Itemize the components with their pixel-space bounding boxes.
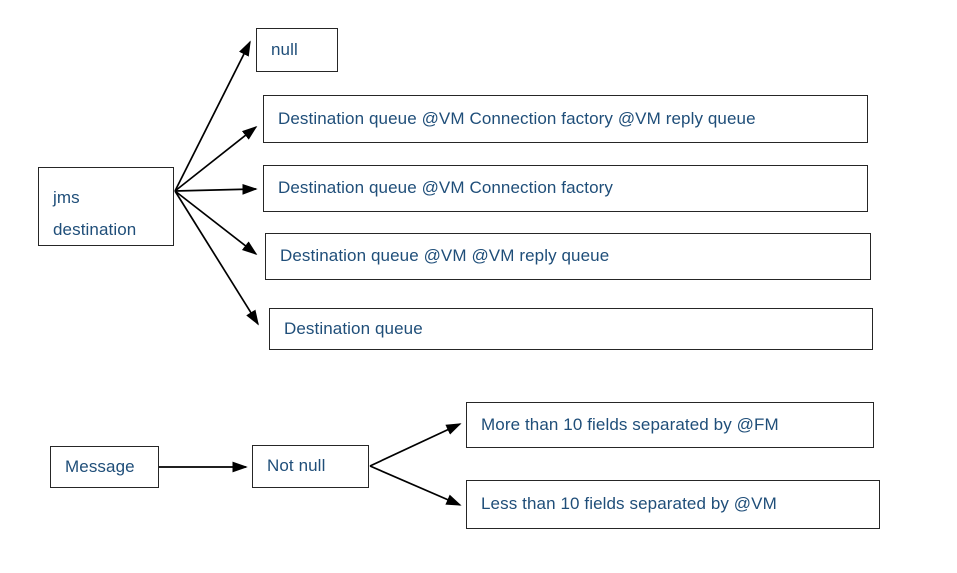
arrow-jms-to-dest-vm-reply [174, 190, 258, 256]
arrow-notnull-to-less [369, 465, 462, 506]
node-message[interactable]: Message [50, 446, 159, 488]
node-not-null-label: Not null [267, 456, 326, 476]
node-jms-destination[interactable]: jms destination [38, 167, 174, 246]
arrow-jms-to-dest-cf-reply [174, 125, 258, 192]
node-null[interactable]: null [256, 28, 338, 72]
node-message-label: Message [65, 456, 135, 476]
node-destination-queue-label: Destination queue [284, 318, 423, 338]
arrow-notnull-to-more [369, 423, 462, 467]
node-less-than-10-fields-label: Less than 10 fields separated by @VM [481, 494, 777, 514]
node-more-than-10-fields-label: More than 10 fields separated by @FM [481, 414, 779, 434]
node-null-label: null [271, 39, 298, 59]
node-destination-queue-cf-reply-label: Destination queue @VM Connection factory… [278, 108, 756, 128]
node-destination-queue-vm-reply-label: Destination queue @VM @VM reply queue [280, 246, 610, 266]
node-destination-queue-vm-reply[interactable]: Destination queue @VM @VM reply queue [265, 233, 871, 280]
arrow-jms-to-dest-cf [174, 183, 258, 195]
node-jms-destination-line2: destination [53, 220, 137, 240]
node-jms-destination-line1: jms [53, 188, 80, 207]
node-destination-queue-cf[interactable]: Destination queue @VM Connection factory [263, 165, 868, 212]
arrow-jms-to-dest-queue [174, 190, 259, 326]
node-less-than-10-fields[interactable]: Less than 10 fields separated by @VM [466, 480, 880, 529]
node-destination-queue-cf-label: Destination queue @VM Connection factory [278, 178, 613, 198]
node-not-null[interactable]: Not null [252, 445, 369, 488]
arrow-jms-to-null [174, 40, 251, 192]
node-destination-queue-cf-reply[interactable]: Destination queue @VM Connection factory… [263, 95, 868, 143]
node-destination-queue[interactable]: Destination queue [269, 308, 873, 350]
node-more-than-10-fields[interactable]: More than 10 fields separated by @FM [466, 402, 874, 448]
